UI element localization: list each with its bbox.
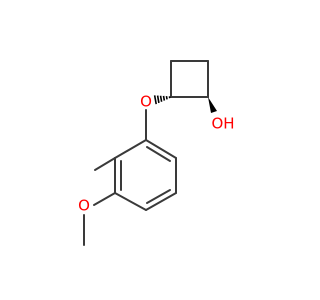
bond-ar4-ar5 — [114, 192, 147, 211]
hash-stroke — [156, 95, 160, 104]
molecule-structure: O OH O — [78, 60, 235, 246]
atom-label-hydroxyl: OH — [211, 115, 234, 133]
bond-ar1-ar2 — [145, 139, 177, 159]
hash-stroke — [153, 95, 157, 105]
atom-label-ether-oxygen: O — [140, 93, 152, 111]
double-bond-inner-1 — [146, 146, 171, 162]
bond-ar3-ar4 — [145, 192, 177, 211]
hash-stroke — [159, 95, 163, 102]
hash-stroke — [162, 95, 166, 101]
atom-label-methoxy-oxygen: O — [78, 197, 90, 215]
wedge-bond-c4-oh — [208, 97, 217, 113]
bond-ar6-o-methoxy — [94, 157, 116, 171]
hashed-bond-c1-o — [153, 95, 171, 105]
bond-ar6-ar1 — [114, 139, 147, 159]
hash-stroke — [165, 95, 168, 100]
double-bond-inner-2 — [146, 189, 171, 204]
bond-ar5-o-methoxy — [93, 192, 116, 206]
